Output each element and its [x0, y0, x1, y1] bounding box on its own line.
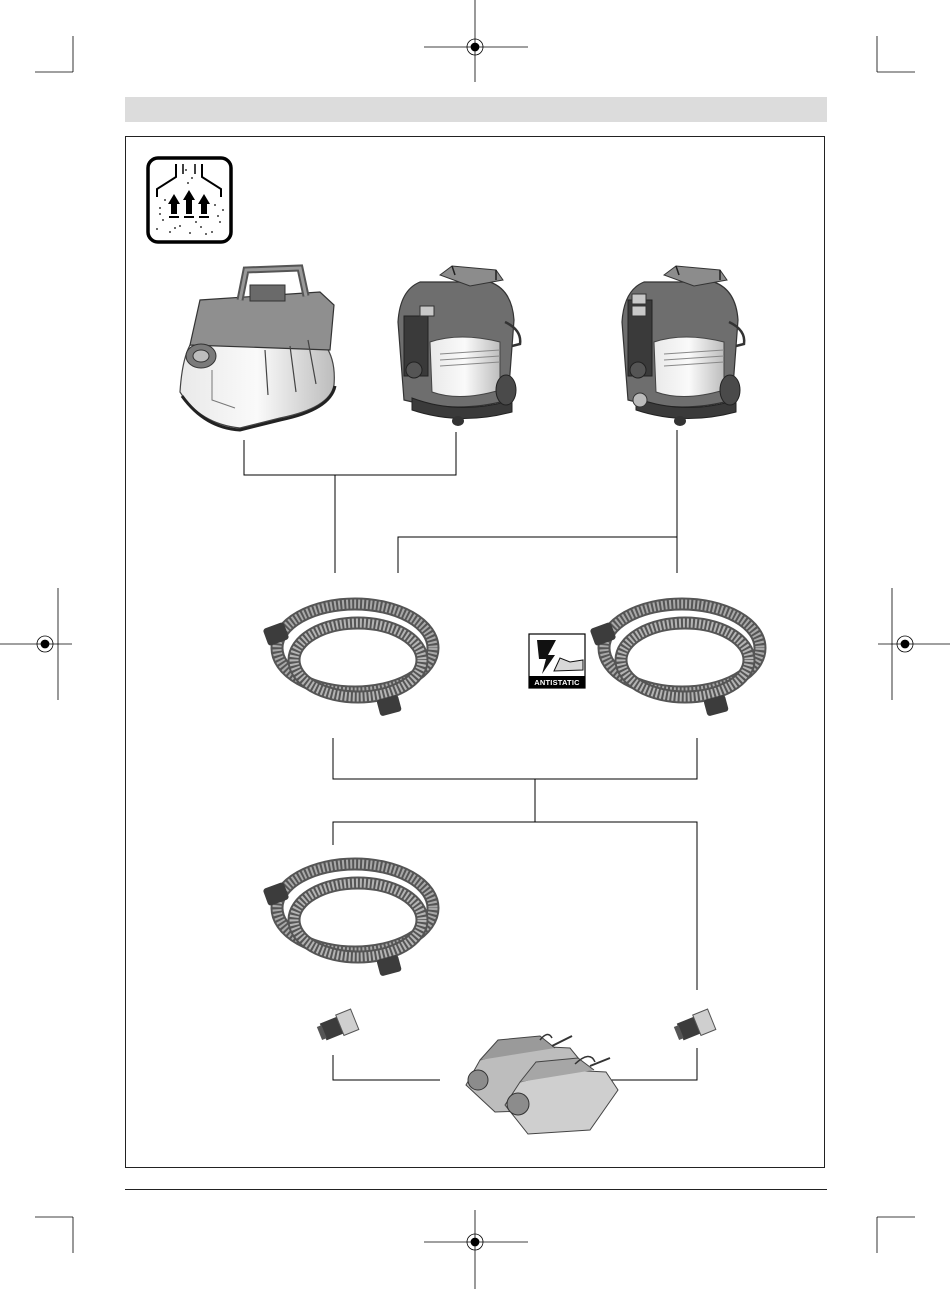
registration-mark-right	[878, 588, 950, 700]
registration-mark-left	[0, 588, 72, 700]
adapter-left	[315, 1009, 358, 1044]
connector-lines	[244, 430, 697, 1080]
hose-standard	[263, 604, 433, 717]
hose-tool	[263, 864, 433, 977]
hose-antistatic	[590, 604, 760, 717]
antistatic-icon: ANTISTATIC	[529, 634, 585, 688]
adapter-right	[672, 1009, 715, 1044]
compact-vacuum	[180, 268, 335, 430]
registration-mark-top	[424, 0, 528, 82]
dust-extraction-icon	[148, 158, 231, 242]
registration-mark-bottom	[424, 1210, 528, 1289]
antistatic-label: ANTISTATIC	[534, 678, 580, 687]
vacuum-30l-antistatic	[622, 266, 744, 426]
planer	[466, 1034, 618, 1134]
vacuum-30l	[398, 266, 520, 426]
